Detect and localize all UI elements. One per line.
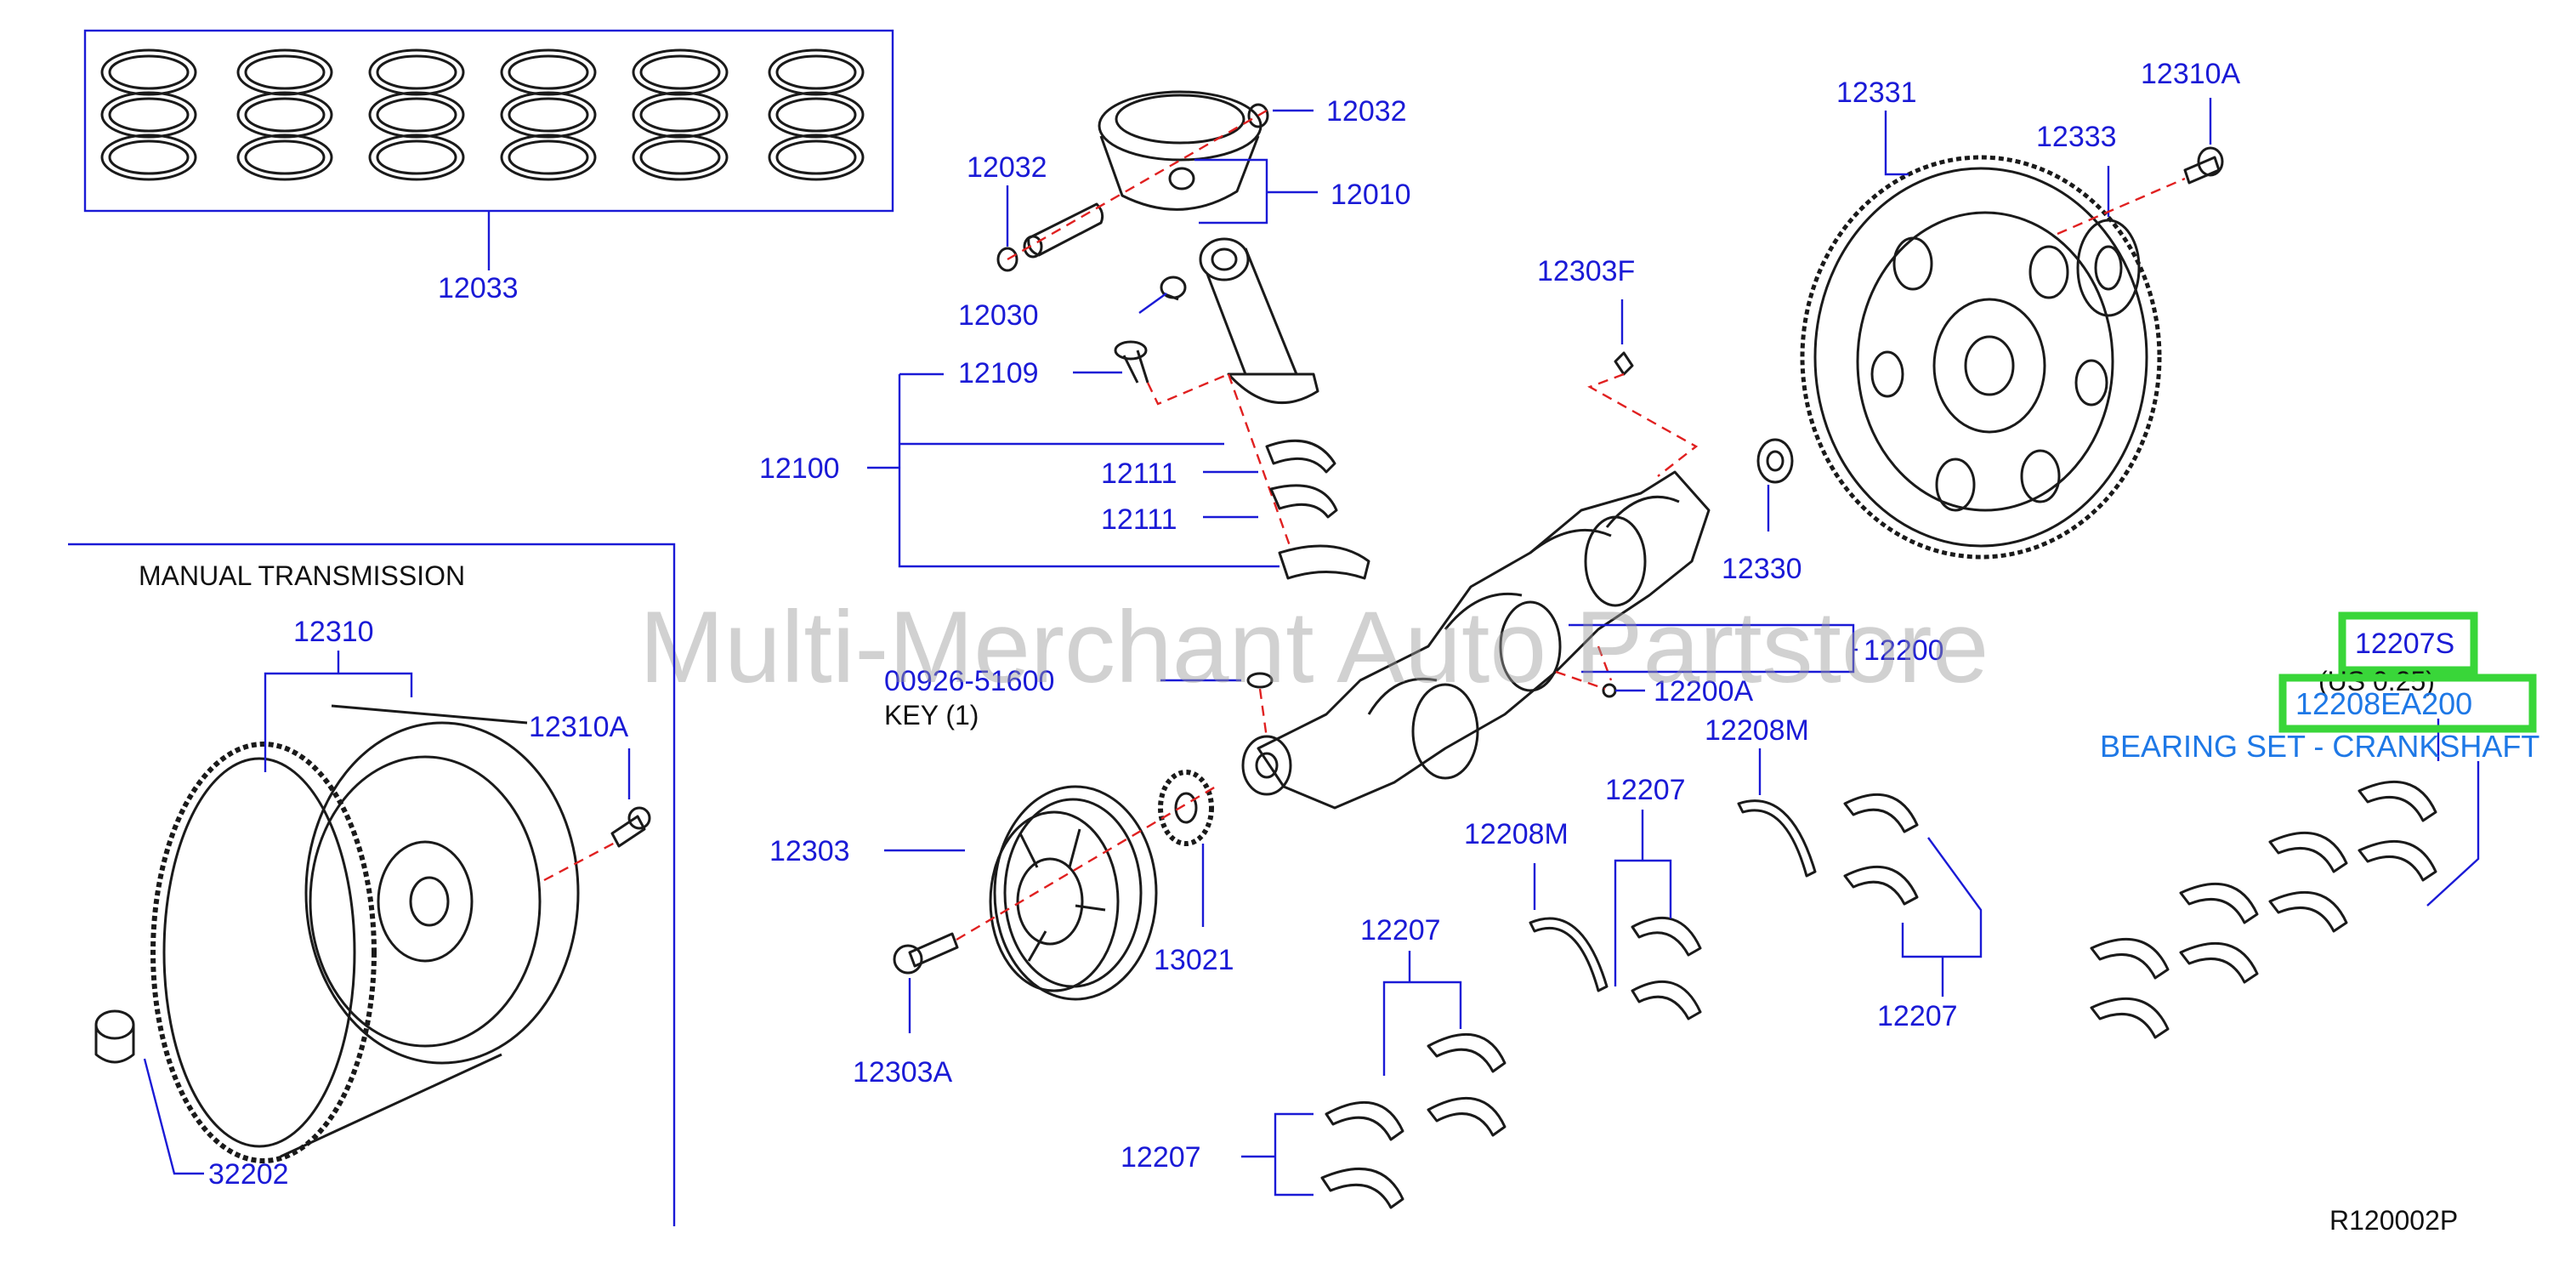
label-12303F[interactable]: 12303F	[1537, 255, 1635, 287]
label-12310A-mt[interactable]: 12310A	[529, 711, 629, 743]
drive-plate[interactable]	[1800, 155, 2162, 560]
label-12207S[interactable]: 12207S	[2355, 628, 2454, 660]
label-12111-b[interactable]: 12111	[1101, 503, 1177, 536]
crank-sprocket[interactable]	[1158, 770, 1214, 846]
label-12331[interactable]: 12331	[1836, 77, 1917, 109]
watermark: Multi-Merchant Auto Partstore	[639, 590, 1989, 704]
main-bearing-set-center[interactable]	[1320, 793, 1919, 1209]
pulley-bolt[interactable]	[893, 932, 959, 975]
label-12207-a[interactable]: 12207	[1360, 914, 1441, 946]
crankshaft-pulley[interactable]	[989, 785, 1158, 1001]
label-12207-d[interactable]: 12207	[1877, 1000, 1958, 1032]
mt-section-frame	[68, 543, 676, 1226]
highlight-12208EA200	[2278, 674, 2537, 733]
label-12200[interactable]: 12200	[1864, 634, 1944, 667]
rod-bolt[interactable]	[1114, 340, 1149, 384]
rod-bearing-lower[interactable]	[1278, 544, 1370, 580]
label-12030[interactable]: 12030	[958, 299, 1039, 332]
label-12032-right[interactable]: 12032	[1326, 95, 1407, 128]
label-12310[interactable]: 12310	[293, 616, 374, 648]
rod-bushing[interactable]	[1160, 276, 1187, 301]
label-00926-51600[interactable]: 00926-51600	[884, 665, 1054, 697]
highlight-12207S	[2338, 611, 2478, 674]
label-12310A-top[interactable]: 12310A	[2141, 58, 2241, 90]
rod-bearing-upper[interactable]	[1265, 439, 1338, 519]
woodruff-key[interactable]	[1246, 672, 1274, 689]
label-12208M-b[interactable]: 12208M	[1705, 714, 1809, 747]
label-32202[interactable]: 32202	[208, 1158, 289, 1191]
crankshaft[interactable]	[1241, 470, 1711, 810]
piston-ring-set[interactable]	[83, 29, 894, 213]
label-12100[interactable]: 12100	[759, 452, 840, 485]
section-title: MANUAL TRANSMISSION	[139, 560, 465, 591]
diagram-code: R120002P	[2329, 1205, 2458, 1236]
label-12010[interactable]: 12010	[1331, 179, 1411, 211]
snap-ring-left[interactable]	[996, 247, 1018, 272]
pilot-converter[interactable]	[1756, 438, 1794, 484]
drive-plate-bolt[interactable]	[2183, 146, 2224, 185]
label-12330[interactable]: 12330	[1722, 553, 1802, 585]
label-12111-a[interactable]: 12111	[1101, 458, 1177, 490]
reinforcement-plate[interactable]	[2076, 219, 2141, 317]
flywheel-bolt[interactable]	[610, 806, 651, 848]
dowel-pin[interactable]	[1614, 351, 1634, 376]
label-13021[interactable]: 13021	[1154, 944, 1234, 976]
label-12109[interactable]: 12109	[958, 357, 1039, 389]
label-12207-b[interactable]: 12207	[1121, 1141, 1201, 1174]
label-12303[interactable]: 12303	[769, 835, 850, 867]
label-12033[interactable]: 12033	[438, 272, 519, 304]
label-12303A[interactable]: 12303A	[853, 1056, 953, 1089]
thrust-washer-a[interactable]	[1529, 917, 1609, 992]
thrust-washer-b[interactable]	[1737, 799, 1817, 878]
piston[interactable]	[1098, 90, 1262, 211]
label-12208M-a[interactable]: 12208M	[1464, 818, 1569, 850]
connecting-rod[interactable]	[1199, 237, 1319, 405]
label-12200A[interactable]: 12200A	[1654, 675, 1754, 708]
snap-ring-right[interactable]	[1247, 103, 1269, 128]
flywheel[interactable]	[150, 704, 580, 1163]
label-12333[interactable]: 12333	[2036, 121, 2117, 153]
piston-pin[interactable]	[1023, 202, 1104, 259]
key-note: KEY (1)	[884, 700, 979, 730]
label-12207-c[interactable]: 12207	[1605, 774, 1686, 806]
main-bearing-set-right[interactable]	[2090, 780, 2437, 1039]
bearing-set-label[interactable]: BEARING SET - CRANKSHAFT	[2100, 729, 2539, 764]
label-12208EA200[interactable]: 12208EA200	[2295, 686, 2472, 721]
label-12032-left[interactable]: 12032	[967, 151, 1047, 184]
pilot-bearing[interactable]	[94, 1009, 135, 1064]
